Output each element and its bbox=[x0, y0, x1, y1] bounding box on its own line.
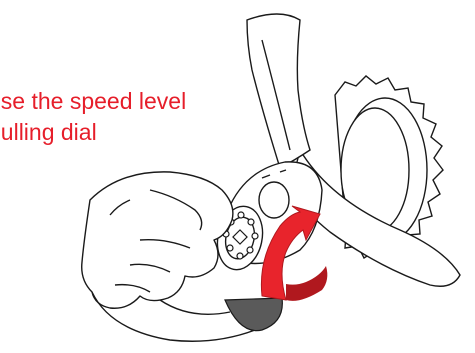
instruction-caption: ose the speed level pulling dial bbox=[0, 86, 186, 148]
upper-blade bbox=[247, 14, 310, 168]
caption-line-1: ose the speed level bbox=[0, 86, 186, 117]
housing-button bbox=[259, 182, 289, 218]
caption-line-2: pulling dial bbox=[0, 117, 186, 148]
base-shadow bbox=[225, 298, 282, 331]
